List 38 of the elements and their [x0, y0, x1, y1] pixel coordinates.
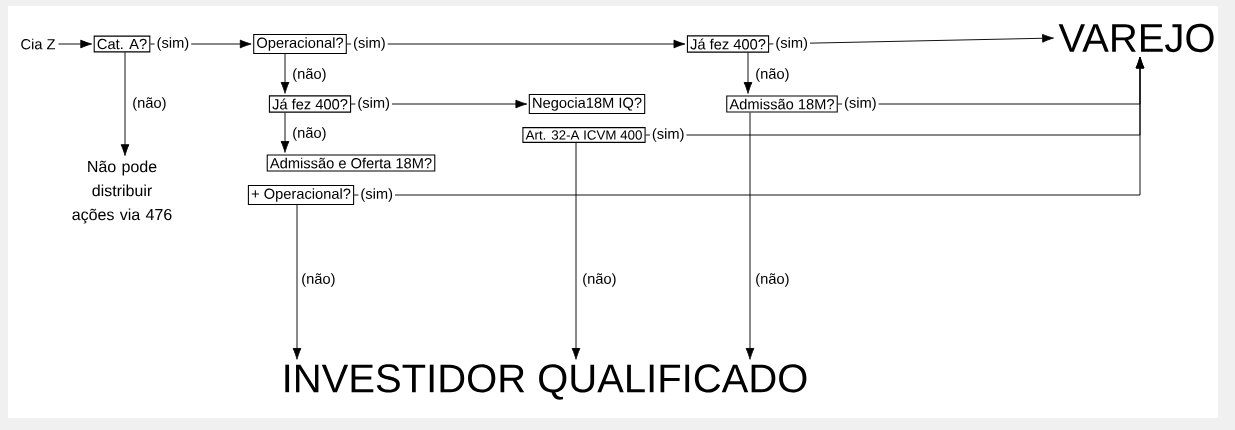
edge-label: (não) — [580, 271, 619, 289]
arrow — [58, 39, 93, 49]
outcome-text: VAREJO — [1058, 23, 1214, 53]
arrow — [292, 204, 302, 360]
edge-label: (sim) — [358, 186, 395, 204]
start-text: Cia Z — [21, 38, 56, 50]
outcome-text: INVESTIDOR QUALIFICADO — [285, 364, 807, 400]
arrow — [346, 39, 686, 49]
edge-label: (sim) — [351, 35, 388, 53]
arrow — [745, 112, 755, 360]
decision-box: Art. 32-A ICVM 400 — [522, 127, 646, 143]
edge-label: (sim) — [842, 95, 879, 113]
edge-label: (sim) — [355, 95, 392, 113]
arrow — [280, 112, 290, 153]
edge-label: (não) — [753, 271, 792, 289]
edge-label: (sim) — [649, 126, 687, 144]
note-text: Não pode distribuir ações via 476 — [72, 160, 172, 224]
edge-label: (não) — [753, 66, 792, 84]
arrow — [768, 33, 1054, 45]
decision-box: Admissão e Oferta 18M? — [266, 154, 436, 172]
arrow — [571, 142, 581, 360]
arrow — [353, 56, 1145, 196]
edge-label: (sim) — [773, 35, 810, 53]
arrow — [280, 53, 290, 94]
edge-label: (não) — [299, 271, 338, 289]
edge-label: (não) — [130, 95, 169, 113]
decision-box: Já fez 400? — [686, 35, 770, 53]
arrow — [743, 52, 753, 94]
edge-label: (sim) — [154, 35, 192, 53]
decision-box: Negocia18M IQ? — [528, 93, 646, 115]
decision-box: Admissão 18M? — [726, 95, 838, 113]
decision-box: Operacional? — [253, 33, 347, 55]
decision-box: Cat. A? — [93, 35, 151, 53]
edge-label: (não) — [290, 125, 329, 143]
arrow — [120, 51, 130, 156]
decision-box: + Operacional? — [247, 184, 355, 206]
decision-box: Já fez 400? — [268, 95, 352, 113]
edge-label: (não) — [290, 66, 329, 84]
